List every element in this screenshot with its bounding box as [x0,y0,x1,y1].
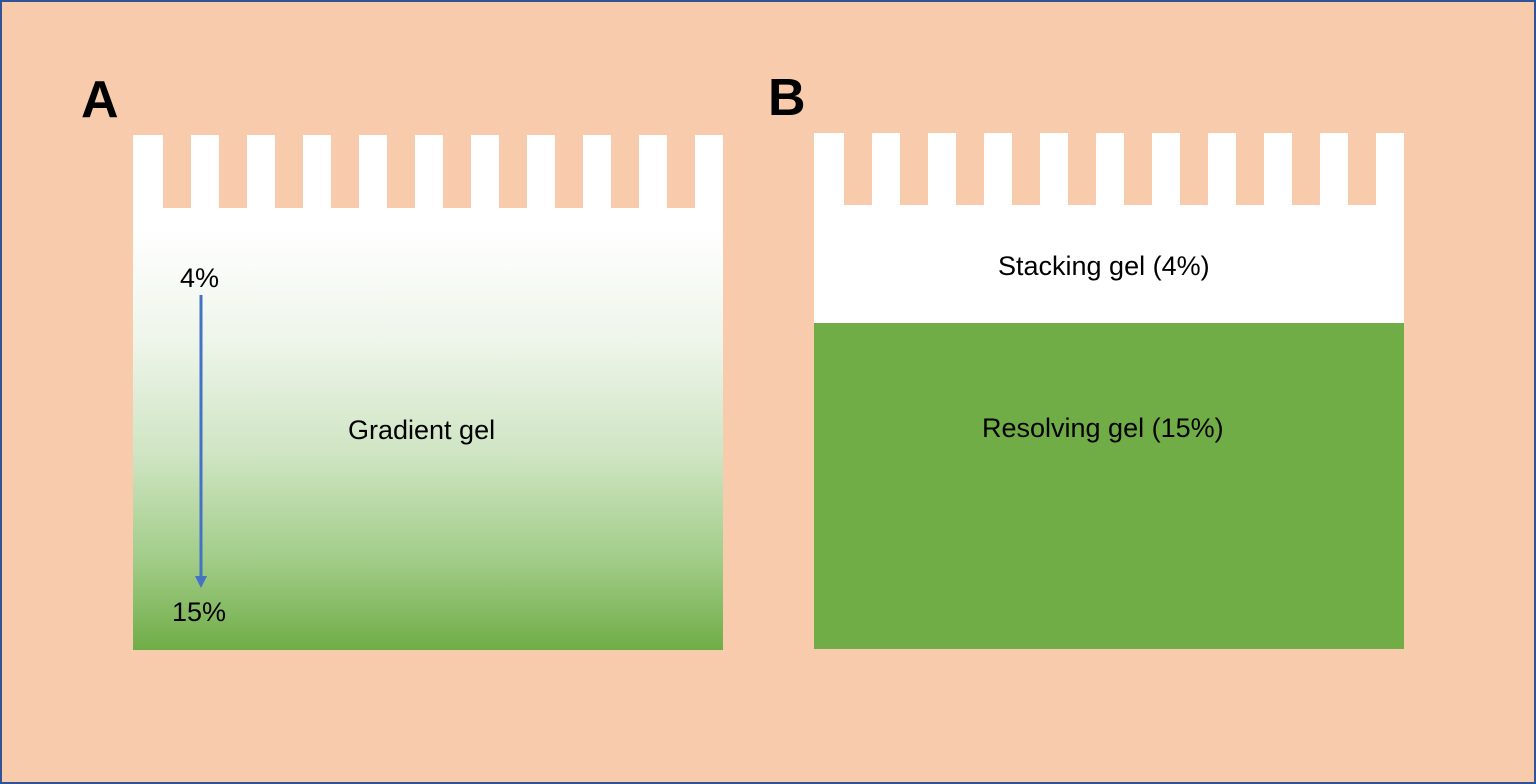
gel-well [219,135,247,208]
gel-well [1124,133,1152,205]
stacking-gel-label: Stacking gel (4%) [998,251,1210,281]
gel-well [275,135,303,208]
gradient-gel: 4% Gradient gel 15% [133,135,723,650]
gel-well [443,135,471,208]
gel-well [956,133,984,205]
gradient-direction-arrow [195,295,207,588]
gel-well [611,135,639,208]
gel-well [1236,133,1264,205]
gel-well [1348,133,1376,205]
gel-well [900,133,928,205]
discontinuous-gel: Stacking gel (4%) Resolving gel (15%) [814,133,1404,649]
resolving-gel-region [814,323,1404,649]
gel-well [844,133,872,205]
gel-well [1068,133,1096,205]
gradient-top-percent: 4% [180,263,220,293]
panel-b-letter: B [768,69,806,127]
gradient-gel-label: Gradient gel [348,415,496,445]
gel-well [387,135,415,208]
gel-well [1012,133,1040,205]
gradient-bottom-percent: 15% [172,597,227,627]
gradient-gel-body [133,135,723,650]
gel-well [1180,133,1208,205]
arrow-head [195,576,207,588]
gel-well [331,135,359,208]
gel-well [163,135,191,208]
gel-well [555,135,583,208]
gel-well [667,135,695,208]
resolving-gel-label: Resolving gel (15%) [982,413,1224,443]
gel-well [1292,133,1320,205]
panel-a-letter: A [81,71,119,129]
gel-well [499,135,527,208]
